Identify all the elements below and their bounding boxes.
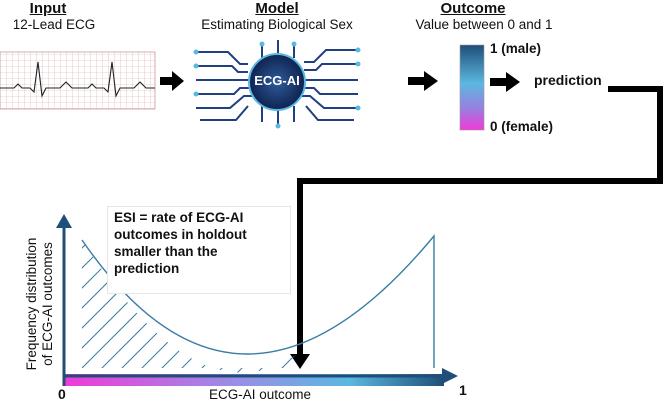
input-heading: Input	[29, 0, 67, 17]
input-subtitle: 12-Lead ECG	[12, 17, 96, 32]
esi-line-1: ESI = rate of ECG-AI	[114, 210, 244, 225]
x-axis-label: ECG-AI outcome	[208, 387, 312, 402]
esi-line-2: outcomes in holdout	[114, 227, 247, 242]
prediction-label: prediction	[534, 72, 602, 88]
esi-line-3: smaller than the	[114, 244, 218, 259]
prediction-connector-arrowhead	[290, 354, 310, 369]
y-axis-label-line-1: Frequency distribution	[24, 237, 39, 371]
esi-definition-box: ESI = rate of ECG-AI outcomes in holdout…	[108, 207, 290, 293]
x-axis-min-label: 0	[58, 386, 66, 402]
outcome-gradient-bar	[459, 44, 485, 131]
y-axis-label-line-2: of ECG-AI outcomes	[40, 242, 55, 366]
prediction-connector-line	[297, 86, 663, 354]
outcome-top-label: 1 (male)	[490, 41, 542, 56]
model-heading: Model	[255, 0, 299, 17]
esi-line-4: prediction	[114, 261, 180, 276]
outcome-bottom-label: 0 (female)	[490, 119, 554, 134]
ecg-strip-image	[0, 51, 156, 110]
outcome-heading: Outcome	[440, 0, 506, 17]
arrow-input-to-model	[160, 71, 184, 91]
ecg-ai-chip-image	[192, 40, 362, 129]
distribution-curve	[81, 234, 435, 368]
outcome-subtitle: Value between 0 and 1	[415, 17, 553, 32]
plot-axes	[56, 214, 458, 386]
y-axis-label: Frequency distribution of ECG-AI outcome…	[20, 224, 60, 384]
arrow-model-to-outcome	[408, 71, 438, 91]
x-axis-max-label: 1	[459, 382, 467, 398]
chip-label: ECG-AI	[254, 73, 300, 88]
model-subtitle: Estimating Biological Sex	[201, 17, 353, 32]
arrow-to-prediction	[490, 72, 520, 92]
